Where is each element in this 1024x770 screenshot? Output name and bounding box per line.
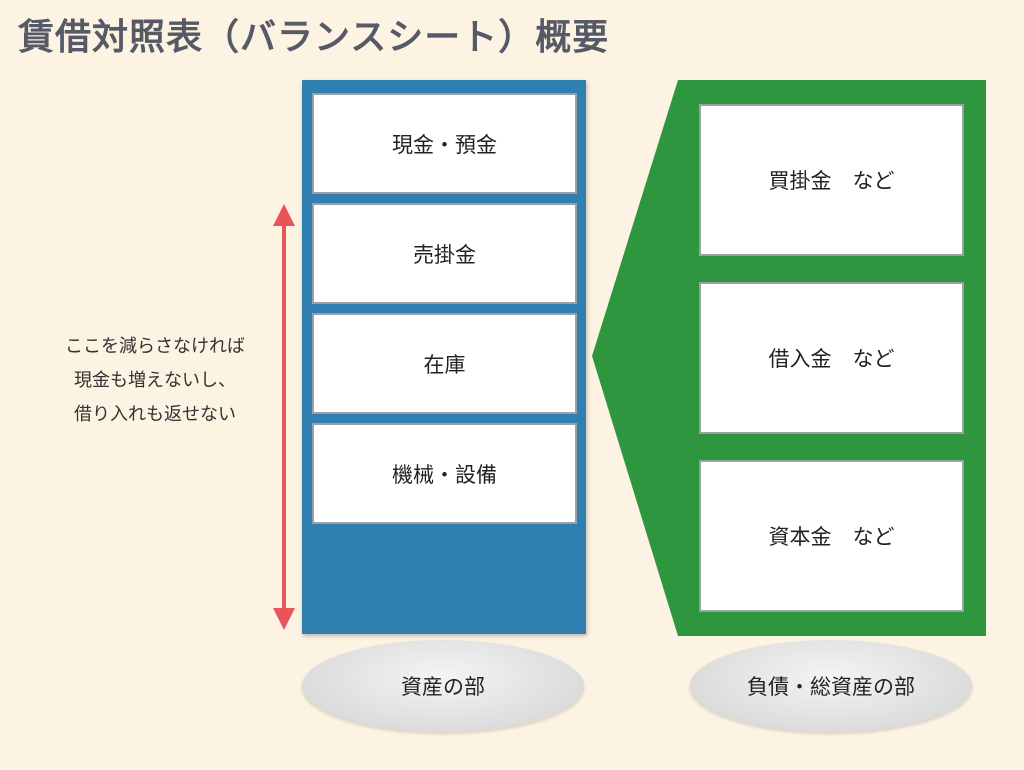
liability-box-capital: 資本金 など	[699, 460, 964, 612]
asset-box-equipment: 機械・設備	[312, 423, 577, 524]
note-line-2: 現金も増えないし、	[74, 370, 236, 391]
asset-box-cash: 現金・預金	[312, 93, 577, 194]
note-line-3: 借り入れも返せない	[74, 404, 236, 425]
page-title: 賃借対照表（バランスシート）概要	[18, 17, 610, 58]
asset-box-receivables: 売掛金	[312, 203, 577, 304]
liability-box-loans: 借入金 など	[699, 282, 964, 434]
annotation-note: ここを減らさなければ 現金も増えないし、 借り入れも返せない	[30, 330, 280, 432]
liability-box-payables: 買掛金 など	[699, 104, 964, 256]
liabilities-label-ellipse: 負債・総資産の部	[690, 640, 972, 732]
double-arrow-icon	[273, 204, 295, 630]
assets-label-ellipse: 資産の部	[302, 640, 584, 732]
note-line-1: ここを減らさなければ	[65, 336, 245, 357]
asset-box-inventory: 在庫	[312, 313, 577, 414]
